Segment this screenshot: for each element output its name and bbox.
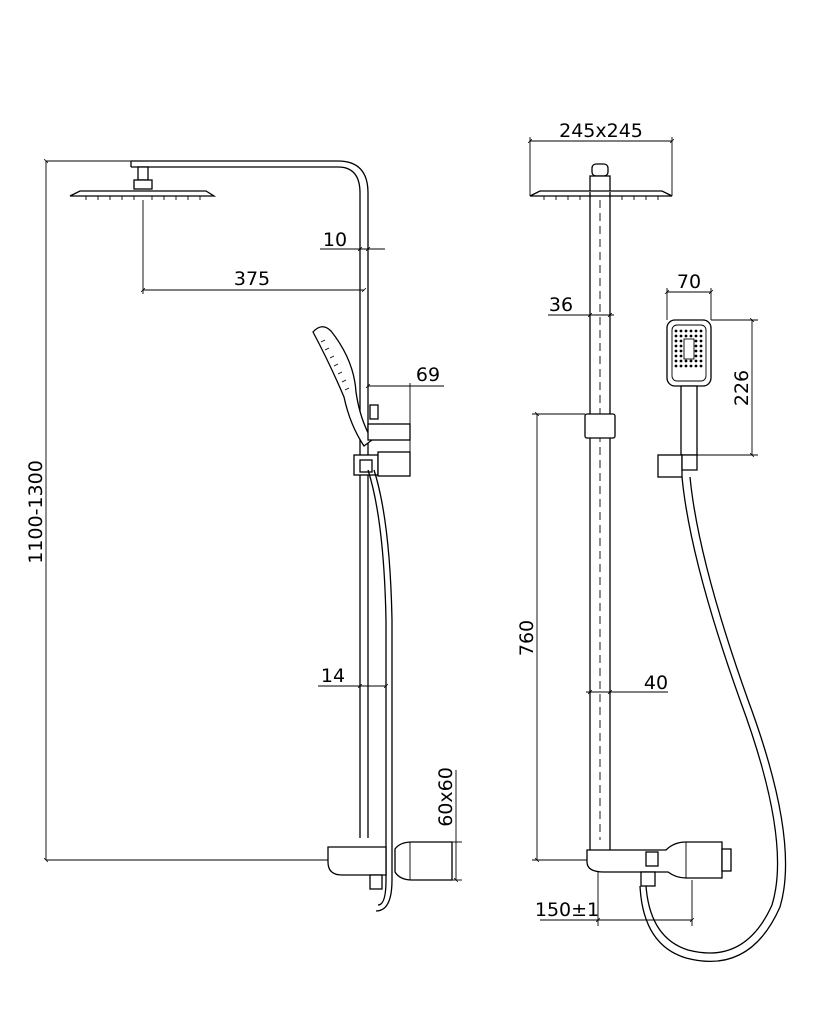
dim-arm-reach: 375 (140, 200, 367, 294)
dim-pipe-upper-side: 10 (320, 229, 385, 252)
dim-slider-height: 760 (516, 411, 587, 863)
front-hose (639, 476, 787, 962)
dim-overall-height: 1100-1300 (25, 158, 328, 863)
dim-pipe-lower-side-label: 14 (321, 665, 345, 687)
dim-inlet-spacing-label: 150±1 (535, 899, 599, 921)
front-riser-pipe (584, 192, 616, 850)
side-mixer (327, 841, 453, 890)
dim-pipe-upper-side-label: 10 (323, 229, 347, 251)
dim-head-size: 245x245 (527, 120, 675, 196)
dim-arm-reach-label: 375 (234, 268, 270, 290)
side-head-nozzles (85, 196, 201, 200)
dim-inlet-spacing: 150±1 (535, 872, 695, 926)
front-hand-shower-nozzles (674, 329, 703, 368)
dim-hand-shower-width-label: 70 (677, 271, 701, 293)
dim-holder-offset: 69 (365, 364, 444, 476)
front-view: 245x245 36 40 70 226 (516, 120, 787, 962)
side-view: 1100-1300 375 10 69 14 (25, 158, 462, 912)
side-hand-shower (312, 326, 379, 447)
dim-mixer-size: 60x60 (435, 767, 462, 883)
dim-pipe-upper-front: 36 (548, 294, 614, 318)
dim-mixer-size-label: 60x60 (435, 767, 457, 827)
dim-hand-shower-length-label: 226 (731, 370, 753, 406)
front-hand-shower (657, 319, 712, 478)
front-mixer (586, 841, 732, 887)
side-hose (367, 469, 393, 912)
side-riser-pipe (130, 160, 369, 838)
dim-hand-shower-length: 226 (697, 317, 758, 458)
dim-pipe-lower-side: 14 (318, 665, 389, 689)
dim-pipe-upper-front-label: 36 (549, 294, 573, 316)
dim-hand-shower-width: 70 (664, 271, 714, 320)
dim-overall-height-label: 1100-1300 (25, 460, 47, 564)
side-holder (353, 423, 411, 477)
dim-head-size-label: 245x245 (559, 120, 643, 142)
side-shower-head (69, 166, 217, 200)
front-shower-head (529, 163, 673, 200)
dim-slider-height-label: 760 (516, 620, 538, 656)
dim-holder-offset-label: 69 (416, 364, 440, 386)
dim-pipe-lower-front-label: 40 (644, 672, 668, 694)
dim-pipe-lower-front: 40 (586, 672, 668, 695)
